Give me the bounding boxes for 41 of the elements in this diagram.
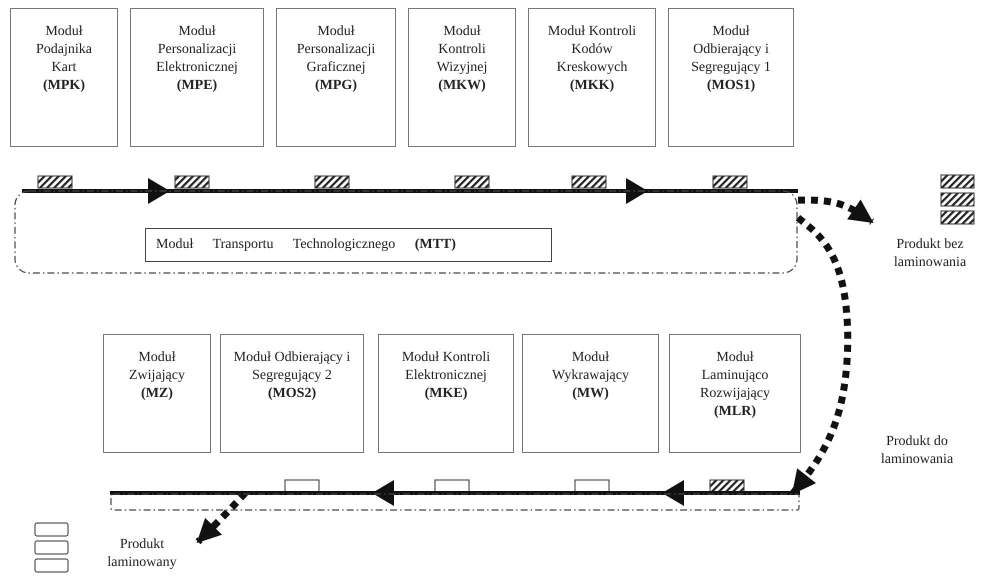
- module-name: Moduł Kontroli Kodów Kreskowych: [546, 23, 638, 77]
- module-box: [103, 334, 211, 453]
- module-name: Moduł Podajnika Kart: [35, 23, 93, 77]
- module-name: Moduł Zwijający: [128, 349, 186, 385]
- module-code: (MLR): [714, 403, 756, 421]
- module-code: (MZ): [141, 385, 173, 403]
- module-box: [145, 228, 552, 262]
- module-code: (MPE): [176, 77, 218, 95]
- module-code: (MPG): [315, 77, 357, 95]
- module-name: Moduł Wykrawający: [551, 349, 630, 385]
- module-box: [668, 8, 794, 147]
- flow-arrow: [798, 196, 874, 225]
- module-name: Moduł Kontroli Wizyjnej: [436, 23, 488, 77]
- module-name: Moduł Transportu Technologicznego (MTT): [156, 236, 456, 254]
- module-code: (MOS1): [706, 77, 756, 95]
- module-code: (MKW): [438, 77, 486, 95]
- module-name: Moduł Odbierający i Segregujący 1: [690, 23, 772, 77]
- module-code: (MKK): [570, 77, 614, 95]
- conveyor-band: [110, 493, 800, 511]
- module-box: [528, 8, 656, 147]
- module-box: [378, 334, 514, 453]
- module-name: Moduł Odbierający i Segregujący 2: [233, 349, 351, 385]
- module-box: [669, 334, 801, 453]
- module-name: Moduł Personalizacji Graficznej: [296, 23, 376, 77]
- caption-text: Produkt laminowany: [106, 536, 178, 572]
- module-box: [522, 334, 659, 453]
- caption-text: Produkt bez laminowania: [892, 236, 968, 272]
- module-box: [408, 8, 516, 147]
- module-box: [276, 8, 396, 147]
- module-box: [10, 8, 118, 147]
- module-box: [220, 334, 364, 453]
- module-code: (MW): [572, 385, 609, 403]
- module-name: Moduł Laminująco Rozwijający: [699, 349, 771, 403]
- module-name: Moduł Personalizacji Elektronicznej: [155, 23, 239, 77]
- module-name: Moduł Kontroli Elektronicznej: [400, 349, 492, 385]
- module-box: [130, 8, 264, 147]
- module-code: (MOS2): [268, 385, 316, 403]
- module-code: (MPK): [43, 77, 85, 95]
- module-code: (MKE): [424, 385, 468, 403]
- flow-arrow: [196, 490, 248, 544]
- conveyor-band: [14, 190, 798, 274]
